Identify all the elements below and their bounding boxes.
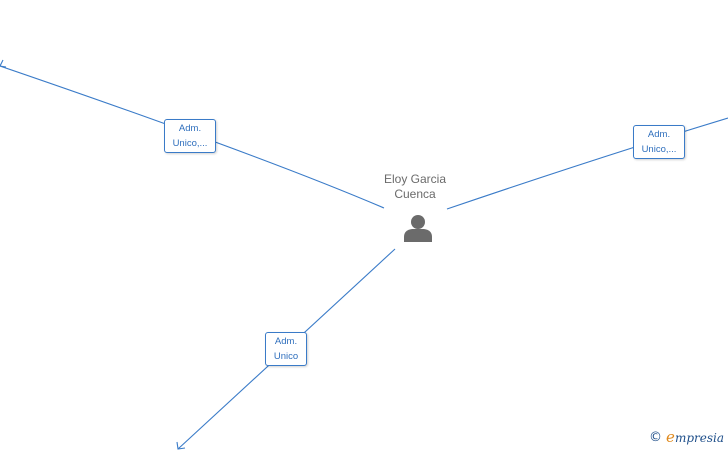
center-node-name-line1: Eloy Garcia xyxy=(383,172,447,186)
center-node-name-line2: Cuenca xyxy=(394,187,436,201)
edge-label-upper-right[interactable]: Adm. Unico,... xyxy=(633,125,685,159)
edge-label-line2: Unico,... xyxy=(172,138,208,149)
edge-label-line1: Adm. xyxy=(274,336,298,347)
arrowhead-upper-left xyxy=(0,59,7,68)
brand-initial: e xyxy=(666,428,675,446)
brand-watermark: © empresia xyxy=(649,428,724,446)
edge-label-line2: Unico xyxy=(273,351,299,362)
arrowhead-lower-left xyxy=(176,441,186,450)
edge-upper-left xyxy=(0,65,385,209)
copyright-icon: © xyxy=(649,429,663,445)
edge-label-upper-left[interactable]: Adm. Unico,... xyxy=(164,119,216,153)
edge-label-line1: Adm. xyxy=(178,123,202,134)
edge-label-lower-left[interactable]: Adm. Unico xyxy=(265,332,307,366)
edge-label-line2: Unico,... xyxy=(641,144,677,155)
brand-name: empresia xyxy=(666,428,724,446)
brand-rest: mpresia xyxy=(674,431,724,445)
person-icon[interactable] xyxy=(403,213,433,243)
edge-label-line1: Adm. xyxy=(647,129,671,140)
center-node-name[interactable]: Eloy Garcia Cuenca xyxy=(370,172,460,202)
edge-upper-right xyxy=(446,117,728,210)
